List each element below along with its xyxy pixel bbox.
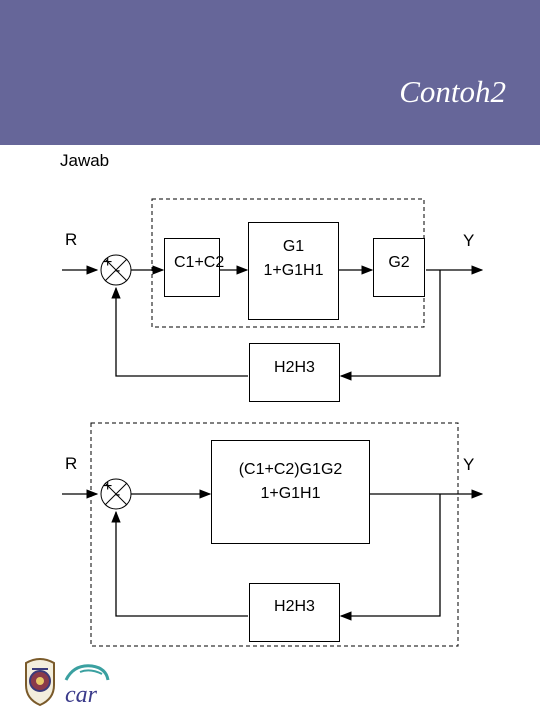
block-equivalent-numerator: (C1+C2)G1G2 — [238, 461, 343, 478]
diagram1-plus-sign: + — [103, 254, 113, 271]
diagram1-minus-sign: - — [115, 262, 121, 279]
diagram1-feedback-return — [111, 286, 248, 377]
block-c1-plus-c2 — [164, 238, 220, 297]
diagram2-dashed-frame — [90, 422, 459, 647]
block-g1-denominator: 1+G1H1 — [263, 262, 324, 279]
diagram1-input-label: R — [65, 230, 78, 249]
diagram2-input-label: R — [65, 454, 78, 473]
university-seal-logo — [25, 658, 55, 707]
header-band: Contoh2 — [0, 0, 540, 145]
block-equivalent-forward — [211, 440, 370, 544]
block-equivalent-denominator: 1+G1H1 — [260, 485, 321, 502]
diagram1-feedback-path — [339, 270, 441, 381]
block-h2h3-feedback-1 — [249, 343, 340, 402]
block-h2h3-label-1: H2H3 — [274, 359, 315, 376]
block-c1-plus-c2-label: C1+C2 — [174, 254, 225, 271]
block-g2 — [373, 238, 425, 297]
diagram2-feedback-return — [111, 510, 248, 617]
section-label: Jawab — [60, 151, 110, 170]
car-logo: car — [64, 664, 110, 706]
block-h2h3-label-2: H2H3 — [274, 598, 315, 615]
car-logo-text: car — [65, 682, 98, 706]
block-g2-label: G2 — [388, 254, 410, 271]
slide-title: Contoh2 — [399, 74, 506, 109]
diagram2-feedback-path — [339, 494, 441, 621]
diagram1-output-label: Y — [463, 231, 475, 250]
diagram2-output-label: Y — [463, 455, 475, 474]
diagram2-minus-sign: - — [115, 486, 121, 503]
block-g1-numerator: G1 — [282, 238, 305, 255]
block-g1-closed-loop — [248, 222, 339, 320]
block-h2h3-feedback-2 — [249, 583, 340, 642]
diagram2-plus-sign: + — [103, 478, 113, 495]
